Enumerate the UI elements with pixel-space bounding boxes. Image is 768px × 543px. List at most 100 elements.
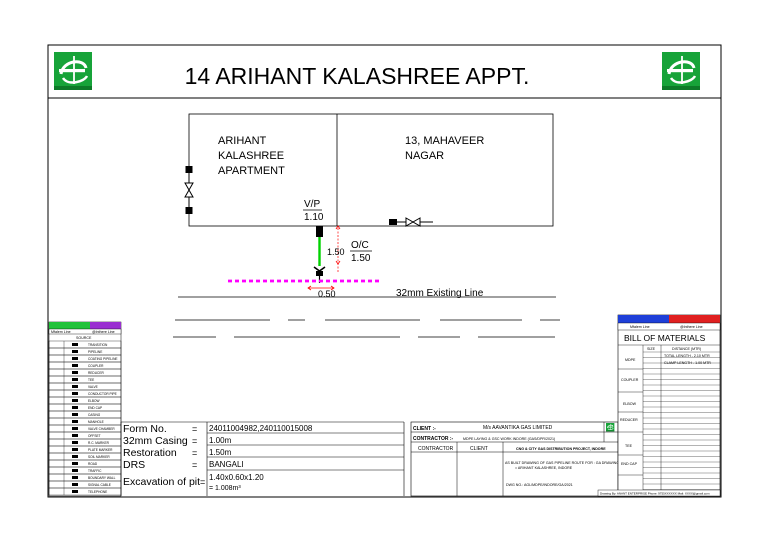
legend-symbol-icon — [72, 413, 78, 416]
legend-item-label: COUPLER — [88, 364, 104, 368]
client-title-block: CLIENT :- M/s AAVANTIKA GAS LIMITED CONT… — [410, 421, 619, 497]
legend-symbol-icon — [72, 469, 78, 472]
legend-item-label: COATING PIPELINE — [88, 357, 118, 361]
form-value-casing: 1.00m — [209, 436, 232, 445]
bom-group-mdpe: MDPE — [625, 358, 636, 362]
legend-header-left: Mfalem Line — [51, 330, 71, 334]
building-left-label: ARIHANT KALASHREE APARTMENT — [218, 135, 287, 177]
form-label-casing: 32mm Casing — [123, 435, 188, 447]
legend-item-label: BOUNDARY WALL — [88, 476, 116, 480]
bom-legend-left: Mfalem Line — [630, 325, 650, 329]
bom-group-coupler: COUPLER — [621, 378, 639, 382]
legend-item-label: CASING — [88, 413, 101, 417]
contractor-label: CONTRACTOR :- — [413, 436, 454, 442]
vp-value: 1.10 — [304, 212, 324, 223]
building-right-label: 13, MAHAVEER NAGAR — [405, 135, 487, 162]
legend-item-label: ROAD — [88, 462, 98, 466]
tee-fitting-icon — [313, 266, 326, 272]
existing-line-label: 32mm Existing Line — [396, 288, 484, 299]
legend-item-label: END CAP — [88, 406, 102, 410]
legend-symbol-icon — [72, 448, 78, 451]
oc-label: O/C — [351, 240, 369, 251]
legend-item-label: TRAFFIC — [88, 469, 102, 473]
bom-distance-header: DISTANCE (MTR) — [672, 347, 701, 351]
client-label: CLIENT :- — [413, 426, 436, 432]
form-label-excavation: Excavation of pit — [123, 476, 200, 488]
wall-valve-icon — [184, 182, 194, 198]
legend-header-right: @Inthere Line — [92, 330, 115, 334]
legend-symbol-icon — [72, 476, 78, 479]
bom-group-elbow: ELBOW — [623, 402, 637, 406]
legend-item-label: PIPELINE — [88, 350, 102, 354]
form-eq: = — [200, 477, 205, 487]
legend-symbol-icon — [72, 434, 78, 437]
bom-total-length: TOTAL LENGTH - 2.10 MTR — [664, 354, 710, 358]
road-edges — [173, 319, 560, 338]
form-label-restoration: Restoration — [123, 447, 177, 459]
client-column-header: CLIENT — [470, 446, 488, 452]
form-value-form-no: 24011004982,240110015008 — [209, 424, 313, 433]
legend-symbol-icon — [72, 462, 78, 465]
legend-item-label: SOIL MARKER — [88, 455, 110, 459]
bom-red-header — [669, 315, 720, 323]
symbol-legend: Mfalem Line @Inthere Line SOURCE TRANSIT… — [48, 321, 122, 497]
legend-item-label: VALVE — [88, 385, 98, 389]
oc-value: 1.50 — [351, 253, 371, 264]
project-line: CNG & CITY GAS DISTRIBUTION PROJECT, IND… — [516, 447, 606, 451]
legend-symbol-icon — [72, 399, 78, 402]
contractor-column-header: CONTRACTOR — [418, 446, 454, 452]
bom-size-header: SIZE — [647, 347, 656, 351]
legend-item-label: CONDUCTOR PIPE — [88, 392, 117, 396]
legend-item-label: R.C. MARKER — [88, 441, 110, 445]
client-logo-icon — [605, 422, 615, 432]
legend-symbol-icon — [72, 490, 78, 493]
form-eq: = — [192, 460, 197, 470]
form-value-excavation: 1.40x0.60x1.20 — [209, 473, 264, 482]
description-line-1: AS BUILT DRAWING OF GAS PIPELINE ROUTE F… — [505, 461, 619, 465]
bom-title: BILL OF MATERIALS — [624, 333, 706, 343]
form-eq: = — [192, 448, 197, 458]
legend-symbol-icon — [72, 357, 78, 360]
right-logo-icon — [660, 50, 702, 92]
building-plan: ARIHANT KALASHREE APARTMENT 13, MAHAVEER… — [184, 113, 554, 227]
legend-symbol-icon — [72, 385, 78, 388]
legend-item-label: OFFSET — [88, 434, 101, 438]
offset-value: 0.50 — [318, 289, 336, 299]
bom-legend-right: @Inthere Line — [680, 325, 703, 329]
legend-item-label: TEE — [88, 378, 94, 382]
riser-depth-value: 1.50 — [327, 247, 345, 257]
form-table: Form No. = 24011004982,240110015008 32mm… — [120, 421, 405, 496]
legend-symbol-icon — [72, 427, 78, 430]
legend-item-label: TRANSITION — [88, 343, 108, 347]
contractor-value: MDPE LAYING & GSC WORK INDORE (GAS/DPR/2… — [463, 437, 555, 441]
bom-group-endcap: END CAP — [621, 462, 638, 466]
building-valve-icon — [405, 217, 421, 227]
legend-symbol-icon — [72, 420, 78, 423]
legend-symbol-icon — [72, 455, 78, 458]
bom-group-tee: TEE — [625, 444, 633, 448]
description-line-2: = ARIHANT KALASHREE, INDORE — [515, 466, 573, 470]
legend-purple-header — [90, 322, 121, 329]
form-eq: = — [192, 424, 197, 434]
bom-blue-header — [618, 315, 669, 323]
legend-item-label: PLATE MARKER — [88, 448, 113, 452]
form-value-excavation-volume: = 1.008m³ — [209, 485, 241, 492]
legend-symbol-icon — [72, 483, 78, 486]
legend-subheader: SOURCE — [76, 336, 92, 340]
legend-symbol-icon — [72, 378, 78, 381]
legend-item-label: TELEPHONE — [88, 490, 107, 494]
client-value: M/s AAVANTIKA GAS LIMITED — [483, 425, 553, 431]
drawing-credit: Drawing By: ANANT ENTERPRISE Phone: 9755… — [600, 492, 710, 496]
form-value-restoration: 1.50m — [209, 448, 232, 457]
legend-symbol-icon — [72, 343, 78, 346]
legend-symbol-icon — [72, 441, 78, 444]
legend-symbol-icon — [72, 371, 78, 374]
drawing-number: DWG NO.: AGL/MDPE/INDORE/GA/2021 — [506, 483, 573, 487]
sheet-border — [47, 44, 722, 498]
service-riser — [313, 226, 326, 283]
legend-item-label: ELBOW — [88, 399, 100, 403]
bill-of-materials: Mfalem Line @Inthere Line BILL OF MATERI… — [597, 314, 721, 497]
riser-block — [316, 226, 323, 237]
legend-green-header — [49, 322, 90, 329]
